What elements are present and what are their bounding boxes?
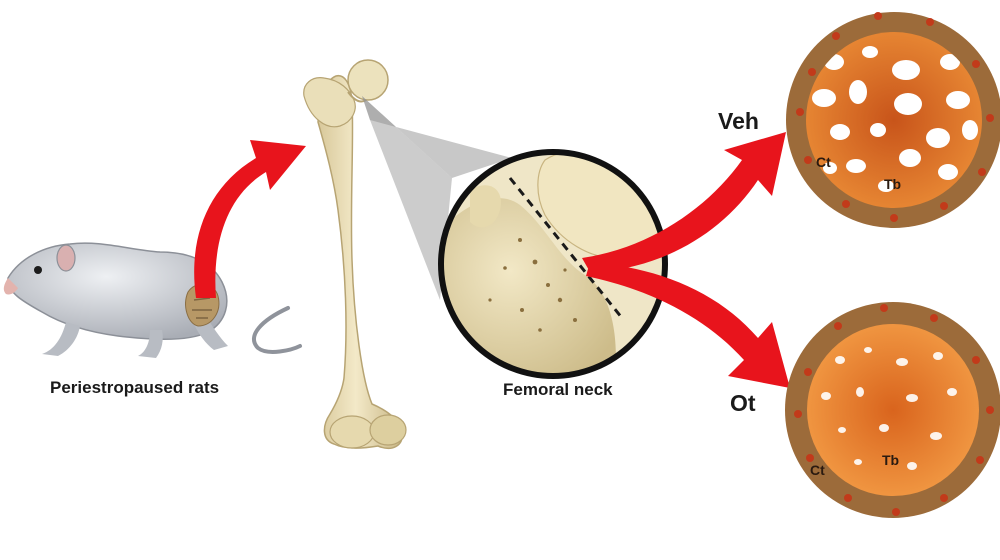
cut-line [508, 177, 624, 319]
femur-bone [303, 59, 407, 450]
arrow-rat-to-femur [194, 140, 306, 298]
magnifier-projection [362, 96, 512, 178]
rat-label: Periestropaused rats [50, 378, 220, 397]
ot-cortical-label: Ct [810, 462, 825, 478]
cross-section-ot [785, 302, 1000, 518]
arrow-to-ot [586, 262, 790, 388]
ot-trabecular-label: Tb [882, 452, 900, 468]
veh-trabecular-label: Tb [884, 176, 902, 192]
cross-section-veh [786, 12, 1000, 228]
femoral-neck-label: Femoral neck [503, 380, 613, 399]
veh-cortical-label: Ct [816, 154, 831, 170]
veh-label: Veh [718, 108, 759, 134]
ot-label: Ot [730, 390, 756, 416]
arrow-to-veh [582, 132, 786, 272]
rat-illustration [3, 242, 302, 358]
magnifier-projection-lower [362, 96, 452, 300]
